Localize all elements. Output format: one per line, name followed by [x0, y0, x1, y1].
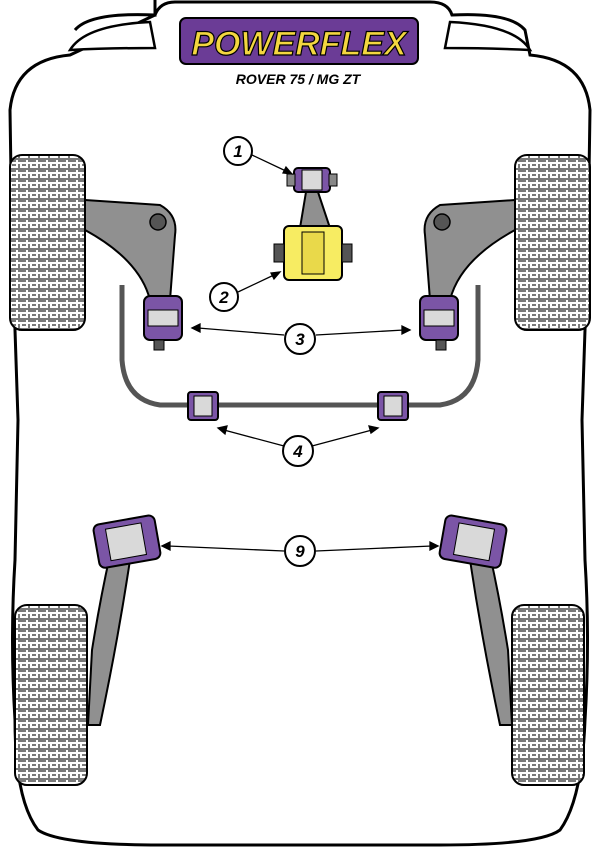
powerflex-logo: POWERFLEX [179, 17, 419, 65]
tyre-front-left [9, 154, 86, 331]
callout-1: 1 [223, 136, 253, 166]
tyre-front-right [514, 154, 591, 331]
callout-4-label: 4 [292, 442, 303, 461]
callout-9-label: 9 [295, 542, 305, 561]
callout-3-label: 3 [295, 330, 305, 349]
callout-1-label: 1 [233, 142, 242, 161]
windscreen-right [443, 20, 533, 52]
front-arm-left-pivot [149, 213, 167, 231]
bush-rear-right [438, 514, 508, 569]
windscreen-left [67, 20, 157, 52]
rear-arm-right [468, 553, 514, 726]
callout-3: 3 [284, 323, 316, 355]
link-yellow-bush [273, 225, 353, 281]
model-subtitle: ROVER 75 / MG ZT [236, 71, 362, 87]
bush-arb-left [187, 391, 219, 421]
callout-2: 2 [209, 282, 239, 312]
bush-front-left [143, 295, 183, 351]
logo-text: POWERFLEX [191, 25, 409, 63]
callout-2-label: 2 [218, 288, 229, 307]
front-arm-right-pivot [433, 213, 451, 231]
anti-roll-bar [119, 285, 481, 408]
callout-9: 9 [284, 535, 316, 567]
tyre-rear-right [511, 604, 585, 786]
bush-front-right [419, 295, 459, 351]
bush-arb-right [377, 391, 409, 421]
callout-arrows [160, 154, 440, 552]
rear-arm-left [86, 553, 132, 726]
bush-rear-left [92, 514, 162, 569]
link-top-bush [286, 167, 338, 193]
callout-4: 4 [282, 435, 314, 467]
tyre-rear-left [14, 604, 88, 786]
